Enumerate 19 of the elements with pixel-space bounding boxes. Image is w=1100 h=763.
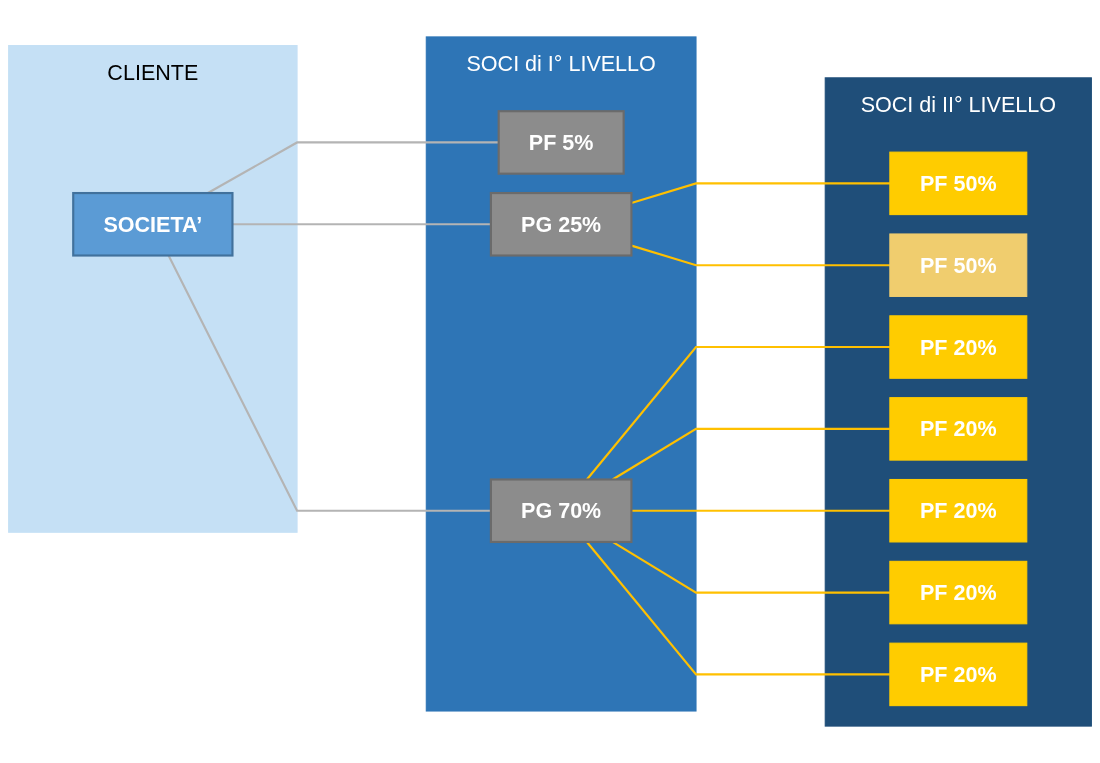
node-box: SOCIETA’ — [72, 191, 234, 257]
connector — [631, 182, 890, 204]
connector — [631, 509, 890, 512]
connector — [207, 141, 499, 194]
node-box: PF 20% — [889, 560, 1028, 625]
node-box: PF 20% — [889, 478, 1028, 543]
node-box: PF 20% — [889, 397, 1028, 461]
node-box: PG 25% — [489, 191, 633, 257]
node-box: PG 70% — [489, 478, 633, 544]
connector — [232, 223, 491, 226]
connector — [612, 541, 890, 594]
node-box: PF 50% — [889, 233, 1028, 297]
connector — [631, 244, 890, 267]
node-box: PF 5% — [497, 110, 625, 175]
node-box: PF 20% — [889, 315, 1028, 379]
connector — [586, 541, 890, 676]
node-box: PF 50% — [889, 151, 1028, 216]
connector — [167, 255, 491, 512]
node-box: PF 20% — [889, 642, 1028, 707]
